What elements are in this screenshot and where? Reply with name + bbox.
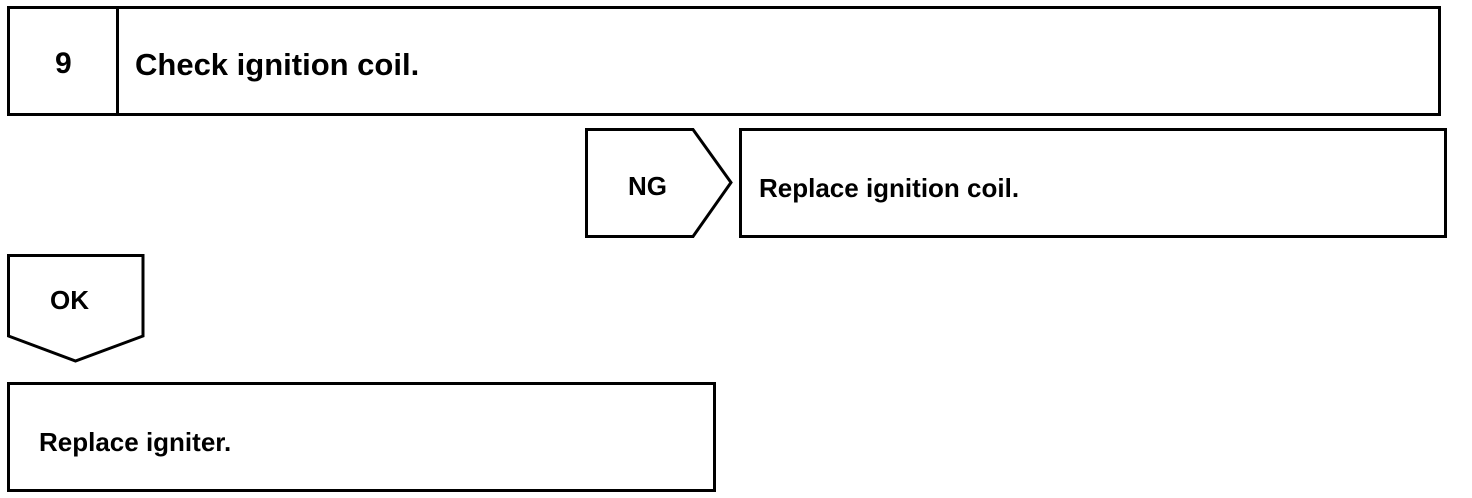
ok-action-box: Replace igniter. [7,382,716,492]
step-number: 9 [55,47,72,80]
ok-label: OK [50,285,89,315]
step-number-cell: 9 [10,9,119,113]
step-title: Check ignition coil. [135,47,420,82]
ng-arrow-shape [585,128,733,238]
ok-arrow-shape [7,254,145,363]
step-header: 9 Check ignition coil. [7,6,1441,116]
ng-action-text: Replace ignition coil. [759,173,1020,203]
ok-action-text: Replace igniter. [39,427,232,457]
ng-label: NG [628,171,667,201]
ng-action-box: Replace ignition coil. [739,128,1447,238]
